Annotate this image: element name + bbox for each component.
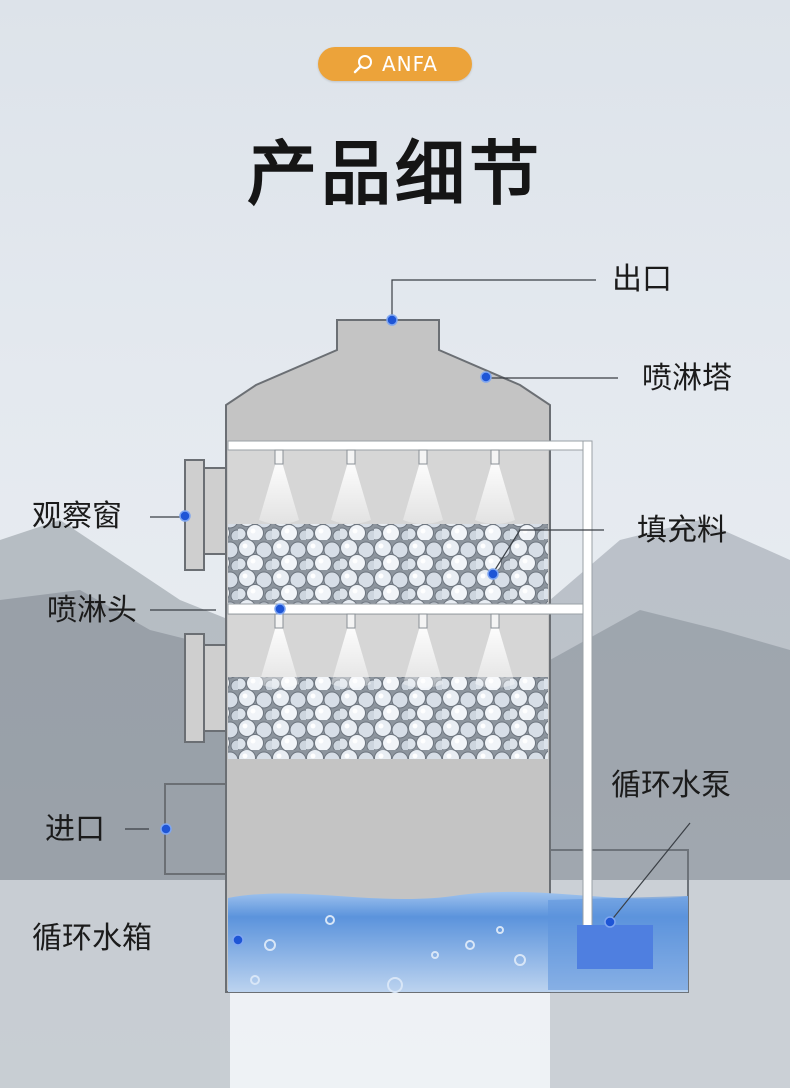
spray-nozzle (346, 449, 356, 465)
magnifier-icon (353, 55, 372, 74)
pump-body (577, 925, 653, 969)
spray-nozzle (418, 613, 428, 629)
brand-badge: ANFA (318, 47, 472, 81)
label-spray-tower: 喷淋塔 (642, 361, 732, 396)
spray-cone (331, 462, 371, 524)
leader-lines (125, 279, 691, 923)
tower-marker (480, 371, 492, 383)
outlet-marker (386, 314, 398, 326)
spray-nozzle (274, 613, 284, 629)
spray-cone (475, 626, 515, 688)
marker-dots (160, 314, 616, 946)
spray-nozzle (490, 449, 500, 465)
label-observation-window: 观察窗 (32, 499, 122, 534)
pump-marker (604, 916, 616, 928)
spray-nozzle (418, 449, 428, 465)
filler-bed-lower (228, 677, 548, 759)
filler-marker (487, 568, 499, 580)
riser-pipe (582, 440, 593, 932)
tank-marker (232, 934, 244, 946)
spray-cone (331, 626, 371, 688)
label-inlet: 进口 (45, 812, 105, 847)
page-title: 产品细节 (247, 133, 543, 215)
spray-cone (259, 626, 299, 688)
label-circulation-tank: 循环水箱 (32, 921, 152, 956)
spray-nozzle (346, 613, 356, 629)
spray-nozzle (274, 449, 284, 465)
observation-windows (184, 459, 227, 743)
filler-bed-upper (228, 524, 548, 604)
window-marker (179, 510, 191, 522)
spray-cone (403, 626, 443, 688)
label-outlet: 出口 (612, 262, 672, 297)
water-bubbles (250, 915, 526, 993)
spray-head-marker (274, 603, 286, 615)
inlet-marker (160, 823, 172, 835)
brand-name: ANFA (382, 52, 438, 76)
label-circulation-pump: 循环水泵 (611, 768, 731, 803)
spray-cone (259, 462, 299, 524)
label-spray-head: 喷淋头 (47, 593, 137, 628)
label-filler: 填充料 (637, 513, 727, 548)
spray-nozzle (490, 613, 500, 629)
spray-cone (403, 462, 443, 524)
spray-cone (475, 462, 515, 524)
spray-nozzles (259, 449, 515, 688)
